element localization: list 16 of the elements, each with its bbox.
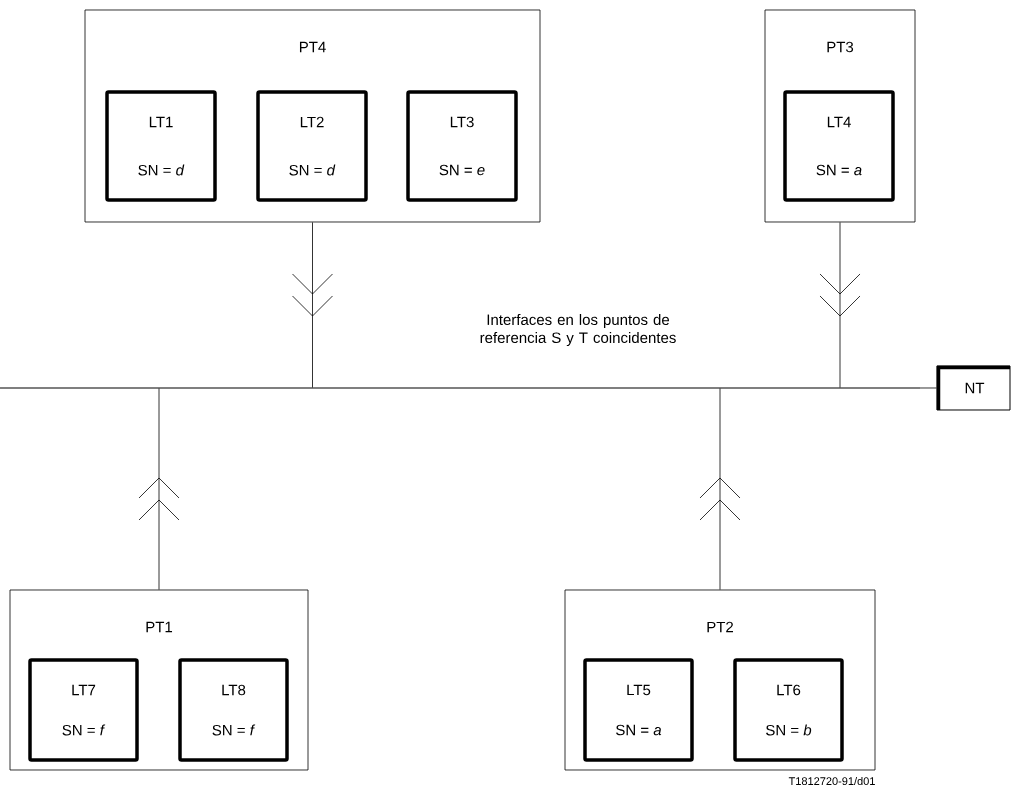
terminal-box: LT3 SN = e — [406, 90, 518, 202]
terminal-box: NT — [936, 365, 1011, 411]
terminal-box: LT8 SN = f — [178, 658, 289, 762]
terminal-box: LT4 SN = a — [783, 90, 895, 202]
terminal-box: LT5 SN = a — [583, 658, 694, 762]
figure-id: T1812720-91/d01 — [788, 776, 875, 786]
plug-connector-line — [699, 388, 741, 590]
terminal-box: LT2 SN = d — [256, 90, 368, 202]
interface-label: Interfaces en los puntos de referencia S y T coincidentes — [480, 314, 676, 346]
terminal-box: LT7 SN = f — [28, 658, 139, 762]
terminal-box: LT6 SN = b — [733, 658, 844, 762]
terminal-box: LT1 SN = d — [105, 90, 217, 202]
plug-connector-line — [138, 388, 180, 590]
line — [919, 387, 937, 389]
plug-connector-line — [819, 222, 861, 388]
plug-connector-line — [292, 222, 333, 388]
